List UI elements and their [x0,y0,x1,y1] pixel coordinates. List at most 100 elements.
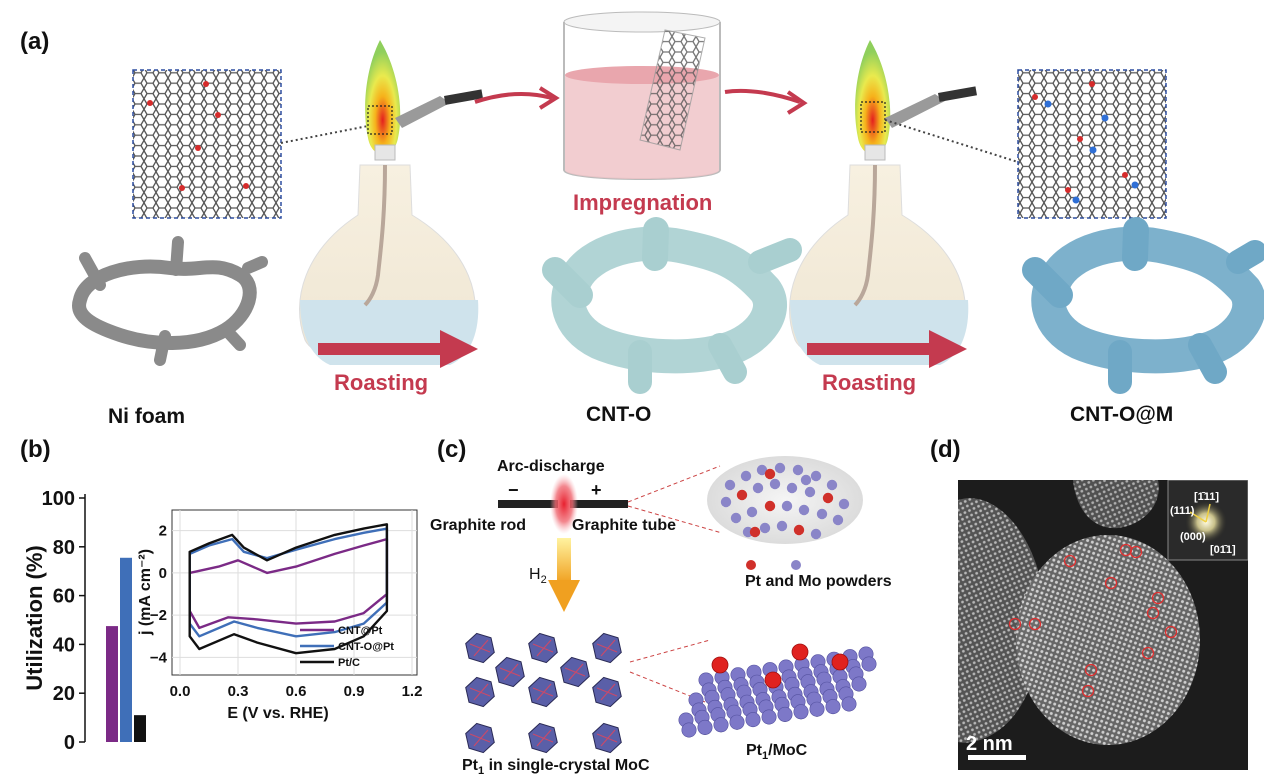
cv-legend-label: CNT@Pt [338,625,383,637]
pt-particle [822,492,834,504]
fft-label-000: (000) [1180,531,1206,543]
top-particle [1073,480,1159,529]
moc-crystal-lattice [564,663,586,681]
burner-right [789,40,977,365]
single-crystal-label: Pt1 in single-crystal MoC [462,757,650,777]
powders-label: Pt and Mo powders [745,573,892,590]
graphite-tube-label: Graphite tube [572,517,677,534]
moc-crystal-lattice [596,683,618,701]
mo-particle [838,498,850,510]
cv-y-tick-label: 2 [159,523,167,540]
moc-crystal-lattice [469,683,491,701]
single-atom-circle [1146,606,1160,620]
utilization-y-tick-label: 100 [42,488,75,510]
slab-mo-atom [777,706,793,722]
cnt-o-foam [542,217,802,394]
mo-particle [756,464,768,476]
moc-crystal-lattice [532,683,554,701]
slab-mo-atom [861,656,877,672]
graphene-sheet-left [132,69,282,219]
mo-particle [776,520,788,532]
pt1moc-sub: 1 [762,750,769,763]
pt-legend-dot [746,560,756,570]
fft-label-111: (111) [1170,505,1195,517]
pt1-moc-label: Pt1/MoC [746,742,807,762]
h2-text: H [529,566,541,583]
pt-particle [736,489,748,501]
cv-y-tick-label: −4 [150,649,168,666]
scale-bar [968,755,1026,760]
graphite-rod [498,500,558,508]
mo-legend-dot [791,560,801,570]
fft-label-011bar: [01̄1] [1210,544,1236,556]
single-atom-circle [1081,684,1095,698]
mo-particle [724,479,736,491]
single-atom-circle [1164,625,1178,639]
mo-particle [832,514,844,526]
slab-pt-atom [764,671,782,689]
utilization-bar-cnt-pt [106,626,118,742]
panel-d-label: (d) [930,436,961,463]
graphene-sheet-right [1017,69,1167,219]
mo-particle [810,470,822,482]
utilization-bars [106,557,146,742]
slab-mo-atom [761,709,777,725]
h2-subscript: 2 [540,574,547,587]
mo-particle [786,482,798,494]
single-atom-markers [1008,543,1178,698]
single-crystal-prefix: Pt [462,757,478,774]
utilization-bar-pt-c [134,715,146,742]
arc-glow [550,474,578,534]
roasting-label-left: Roasting [334,370,429,395]
cv-x-tick-label: 0.0 [170,683,191,700]
single-atom-circle [1141,646,1155,660]
moc-crystal-lattice [532,639,554,657]
slab-mo-atom [697,719,713,735]
utilization-y-tick-label: 60 [53,586,75,608]
impregnation-label: Impregnation [573,190,713,215]
roasting-label-right: Roasting [822,370,917,395]
mo-particle [759,522,771,534]
plus-sign: + [591,480,602,500]
powders-particles [720,462,850,540]
moc-crystal-lattice [469,639,491,657]
slab-pt-atom [791,643,809,661]
pt1moc-prefix: Pt [746,742,762,759]
mo-particle [774,462,786,474]
slab-mo-atom [681,722,697,738]
mo-particle [810,528,822,540]
scale-bar-label: 2 nm [966,733,1013,755]
moc-crystals [465,632,622,754]
cv-x-tick-label: 0.6 [286,683,307,700]
cv-inset-frame [171,509,418,676]
pt-particle [764,468,776,480]
cnt-o-caption: CNT-O [586,403,652,426]
cv-curve-pt-c [188,523,389,655]
utilization-y-tick-label: 40 [53,634,75,656]
utilization-y-tick-label: 0 [64,732,75,754]
mo-particle [730,512,742,524]
cnt-om-caption: CNT-O@M [1070,403,1174,426]
utilization-bar-cnt-o-pt [120,557,132,742]
slab-mo-atom [729,714,745,730]
utilization-y-axis-label: Utilization (%) [22,545,47,690]
single-atom-circle [1104,576,1118,590]
mo-particle [792,464,804,476]
h2-label: H2 [529,566,547,586]
single-atom-circle [1129,545,1143,559]
slab-mo-atom [713,717,729,733]
mo-particle [720,496,732,508]
mo-particle [800,474,812,486]
burner-left [299,40,483,365]
beaker [563,11,721,180]
moc-crystal-lattice [596,639,618,657]
cv-y-tick-label: 0 [159,565,167,582]
single-crystal-suffix: in single-crystal MoC [484,757,650,774]
slab-mo-atom [825,699,841,715]
cv-y-tick-label: −2 [150,607,167,624]
